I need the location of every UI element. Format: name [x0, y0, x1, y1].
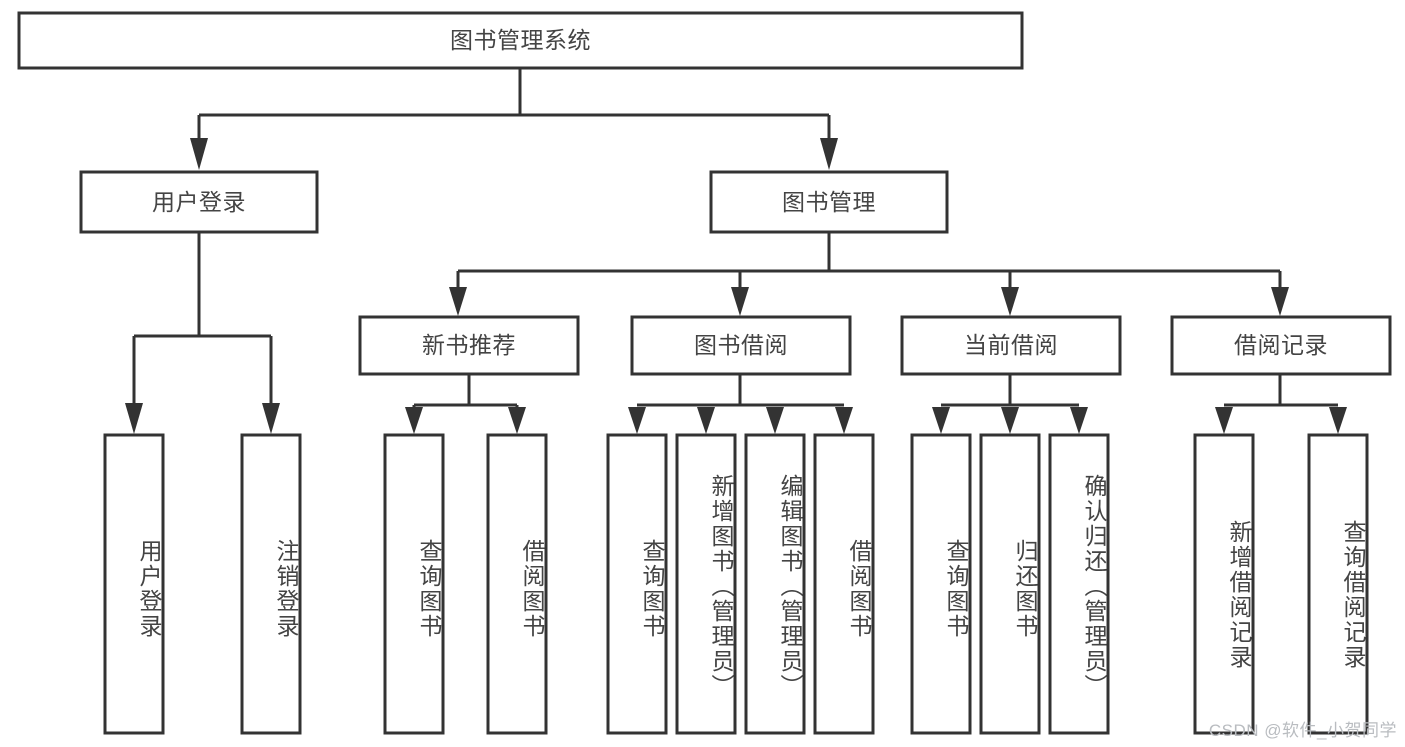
arrow-head-leaf-book-borrow-3	[766, 407, 784, 434]
arrow-head-current-borrow	[1001, 287, 1019, 316]
arrow-head-leaf-borrow-record-2	[1329, 407, 1347, 434]
arrow-head-leaf-new-book-2	[508, 407, 526, 434]
node-box-new-book-recommend[interactable]	[358, 315, 580, 376]
arrow-head-leaf-current-borrow-3	[1070, 407, 1088, 434]
node-box-book-borrow[interactable]	[630, 315, 852, 376]
arrow-head-leaf-user-login-1	[125, 403, 143, 434]
arrow-head-book-manage	[820, 138, 838, 170]
arrow-head-borrow-record	[1271, 287, 1289, 316]
arrow-head-book-borrow	[731, 287, 749, 316]
node-box-leaf-user-login-2[interactable]	[240, 433, 302, 735]
node-box-leaf-book-borrow-4[interactable]	[813, 433, 875, 735]
arrow-head-leaf-book-borrow-4	[835, 407, 853, 434]
arrow-head-leaf-current-borrow-1	[932, 407, 950, 434]
node-box-leaf-current-borrow-1[interactable]	[910, 433, 972, 735]
arrow-head-leaf-book-borrow-2	[697, 407, 715, 434]
node-box-book-manage[interactable]	[709, 170, 949, 234]
node-box-current-borrow[interactable]	[900, 315, 1122, 376]
arrow-head-leaf-current-borrow-2	[1001, 407, 1019, 434]
node-box-borrow-record[interactable]	[1170, 315, 1392, 376]
node-box-leaf-new-book-2[interactable]	[486, 433, 548, 735]
node-box-user-login[interactable]	[79, 170, 319, 234]
node-box-leaf-book-borrow-3[interactable]	[744, 433, 806, 735]
arrow-head-leaf-user-login-2	[262, 403, 280, 434]
node-box-leaf-borrow-record-2[interactable]	[1307, 433, 1369, 735]
node-box-leaf-new-book-1[interactable]	[383, 433, 445, 735]
arrow-head-user-login	[190, 138, 208, 170]
node-box-leaf-book-borrow-1[interactable]	[606, 433, 668, 735]
arrow-head-new-book-recommend	[449, 287, 467, 316]
node-box-leaf-borrow-record-1[interactable]	[1193, 433, 1255, 735]
arrow-head-leaf-book-borrow-1	[628, 407, 646, 434]
node-box-leaf-user-login-1[interactable]	[103, 433, 165, 735]
node-box-leaf-current-borrow-2[interactable]	[979, 433, 1041, 735]
watermark-text: CSDN @软件_小贺同学	[1208, 721, 1397, 740]
node-box-leaf-book-borrow-2[interactable]	[675, 433, 737, 735]
arrow-head-leaf-new-book-1	[405, 407, 423, 434]
arrow-head-leaf-borrow-record-1	[1215, 407, 1233, 434]
node-box-root[interactable]	[17, 11, 1024, 70]
node-box-leaf-current-borrow-3[interactable]	[1048, 433, 1110, 735]
